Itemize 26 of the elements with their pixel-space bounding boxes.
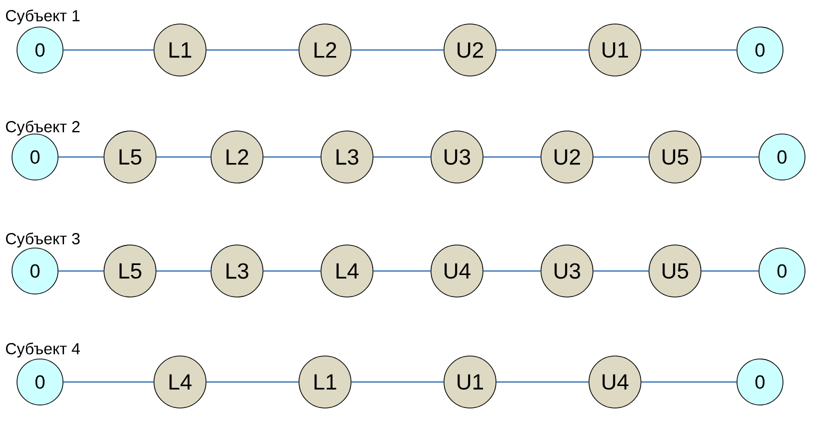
connector-line (156, 270, 211, 272)
connector-line (373, 156, 431, 158)
connector-line (593, 270, 649, 272)
connector-line (206, 381, 299, 383)
connector-line (263, 270, 321, 272)
connector-line (263, 156, 321, 158)
connector-line (58, 156, 104, 158)
row-title: Субъект 2 (6, 120, 80, 136)
connector-line (641, 49, 737, 51)
connector-line (351, 381, 444, 383)
connector-line (641, 381, 737, 383)
connector-line (593, 156, 649, 158)
connector-line (206, 49, 299, 51)
connector-line (58, 270, 104, 272)
connector-line (373, 270, 431, 272)
connector-line (701, 156, 759, 158)
connector-line (496, 381, 589, 383)
connector-line (496, 49, 589, 51)
connector-line (156, 156, 211, 158)
connector-line (483, 156, 541, 158)
connector-line (483, 270, 541, 272)
row-title: Субъект 3 (6, 232, 80, 248)
connector-line (351, 49, 444, 51)
connector-line (63, 381, 154, 383)
connector-line (701, 270, 759, 272)
connector-line (63, 49, 154, 51)
